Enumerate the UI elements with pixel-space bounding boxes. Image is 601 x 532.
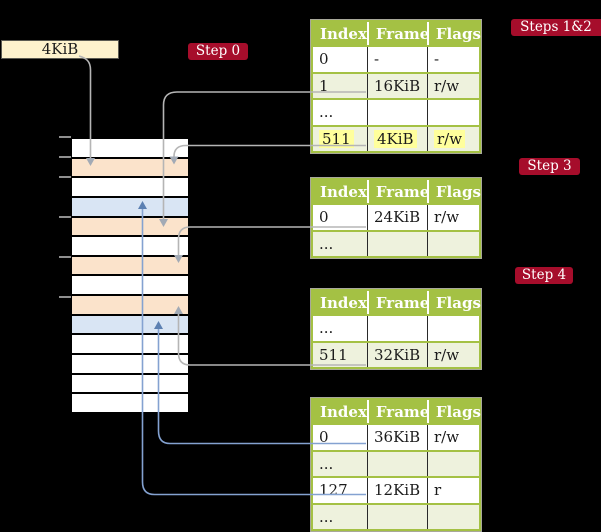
column-header-index: Index [320,182,367,201]
table-row: 511 4KiB r/w [313,126,479,152]
badge-steps-1-2: Steps 1&2 [511,19,601,36]
table-cell: 0 [319,428,329,447]
memory-row-12 [72,372,188,393]
table-cell: r [427,478,479,503]
table-cell: r/w [427,342,479,367]
column-header-frame: Frame [366,400,429,423]
table-row: ... [313,504,479,529]
table-cell: 511 [319,345,348,364]
table-cell [367,231,427,256]
column-header-index: Index [320,402,367,421]
highlighted-value: 4KiB [374,129,417,148]
table-cell: r/w [427,205,479,230]
table-cell: 1 [319,76,329,95]
memory-row-4 [72,215,188,236]
table-cell: 4KiB [367,126,427,151]
memory-row-1 [72,156,188,177]
table-row: 0 -- [313,47,479,72]
highlighted-value: r/w [434,129,466,148]
table-cell: 36KiB [367,425,427,450]
table-cell: r/w [427,73,479,98]
table-cell: - [367,47,427,72]
memory-tick [59,155,71,158]
table-cell: 32KiB [367,342,427,367]
table-cell [367,504,427,529]
column-header-flags: Flags [426,400,481,423]
table-cell [367,451,427,476]
table-cell: 511 [313,127,367,152]
table-cell: 127 [319,481,348,500]
table-cell [427,231,479,256]
table-row: ... [313,100,479,125]
table-cell: ... [319,319,334,338]
memory-row-0 [72,139,188,157]
memory-row-11 [72,353,188,373]
memory-row-10 [72,333,188,354]
table-cell: ... [319,103,334,122]
page-size-label: 4KiB [1,40,119,59]
table-row: ... [313,451,479,476]
badge-step-4: Step 4 [515,267,573,284]
column-header-index: Index [320,24,367,43]
table-cell [427,316,479,341]
table-row: ... [313,316,479,341]
column-header-index: Index [320,293,367,312]
table-cell: 0 [319,50,329,69]
column-header-flags: Flags [426,180,481,203]
column-header-frame: Frame [366,180,429,203]
memory-tick [59,135,71,138]
table-cell [427,451,479,476]
column-header-frame: Frame [366,291,429,314]
physical-memory-column [70,137,190,414]
memory-tick [59,215,71,218]
memory-tick [59,175,71,178]
memory-row-6 [72,254,188,275]
memory-row-9 [72,313,188,334]
memory-row-3 [72,195,188,216]
table-cell: - [427,47,479,72]
table-cell: ... [319,234,334,253]
column-header-flags: Flags [426,291,481,314]
memory-row-5 [72,235,188,255]
table-cell [367,100,427,125]
table-cell: 12KiB [367,478,427,503]
memory-tick [59,255,71,258]
table-cell: r/w [427,126,479,151]
table-cell: 0 [319,208,329,227]
column-header-flags: Flags [426,22,481,45]
table-cell [367,316,427,341]
table-row: ... [313,231,479,256]
memory-row-2 [72,176,188,196]
memory-row-7 [72,274,188,295]
table-cell: 16KiB [367,73,427,98]
memory-row-8 [72,294,188,314]
table-cell: ... [319,507,334,526]
table-cell: ... [319,454,334,473]
memory-row-13 [72,392,188,412]
column-header-frame: Frame [366,22,429,45]
highlighted-value: 511 [319,129,354,148]
table-cell [427,504,479,529]
table-cell [427,100,479,125]
badge-step-0: Step 0 [188,43,248,60]
memory-tick [59,295,71,298]
badge-step-3: Step 3 [519,158,580,175]
table-cell: r/w [427,425,479,450]
table-cell: 24KiB [367,205,427,230]
